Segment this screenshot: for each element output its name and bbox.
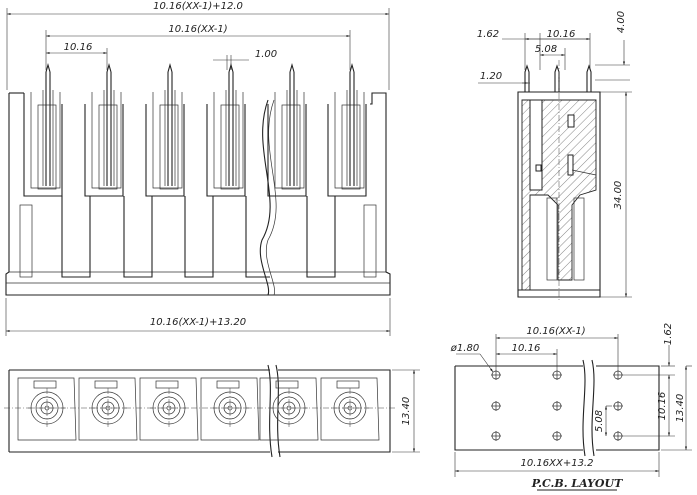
pcb-layout: ø1.80 10.16(XX-1) 10.16 1.62 10.16 [450, 323, 692, 491]
pcb-holes [491, 370, 623, 441]
pcb-hole [491, 370, 501, 380]
dim-pitch-label: 10.16 [64, 42, 93, 53]
dim-pcb-pitch-label: 10.16 [512, 343, 541, 354]
dimension-pin-width: 1.00 [213, 49, 277, 70]
dimension-pcb-depth: 13.40 [661, 365, 692, 451]
terminal-cells [17, 377, 380, 441]
terminal-cell [139, 377, 199, 441]
dim-side-height-label: 34.00 [613, 181, 624, 210]
terminal-cell [320, 377, 380, 441]
dimension-pcb-hole-span: 10.16(XX-1) [495, 326, 619, 370]
dimension-side-pin-dia: 1.20 [478, 71, 530, 85]
pcb-hole [613, 401, 623, 411]
pin-cavity [327, 62, 367, 197]
pcb-hole [613, 431, 623, 441]
dimension-overall-bottom: 10.16(XX-1)+13.20 [5, 298, 391, 336]
pin-cavity [267, 62, 307, 197]
dim-pin-span-label: 10.16(XX-1) [168, 24, 227, 35]
dim-pcb-hole-span-label: 10.16(XX-1) [526, 326, 585, 337]
dim-pcb-row-pitch-label: 10.16 [657, 392, 668, 421]
dimension-pitch: 10.16 [46, 42, 108, 70]
terminal-cell [200, 377, 260, 441]
dimension-side-top: 1.62 10.16 5.08 [477, 29, 591, 70]
dimension-pin-span: 10.16(XX-1) [45, 24, 351, 70]
break-line [259, 99, 271, 296]
terminal-cell [17, 377, 77, 441]
side-pins [524, 64, 592, 92]
dimension-side-height: 34.00 [600, 91, 632, 298]
pcb-hole [491, 401, 501, 411]
pin-cavity [145, 62, 185, 197]
dimension-side-pin-top: 4.00 [595, 11, 630, 81]
bottom-view-outline [9, 369, 391, 453]
terminal-cell [78, 377, 138, 441]
pcb-hole [552, 370, 562, 380]
pin-cavity [206, 62, 246, 197]
pin-cavity [84, 62, 124, 197]
dim-bottom-depth-label: 13.40 [401, 397, 412, 426]
dimension-bottom-depth: 13.40 [392, 369, 420, 453]
terminal-cell [259, 377, 319, 441]
dim-pcb-depth-label: 13.40 [675, 394, 686, 423]
dim-pcb-edge-label: 1.62 [663, 323, 674, 345]
dimension-pcb-edge: 1.62 [622, 323, 675, 376]
housing-slots [19, 196, 377, 278]
dim-side-top-label: 4.00 [616, 11, 627, 33]
dimension-pcb-row-pitch: 10.16 [622, 375, 675, 437]
dim-pcb-overall-label: 10.16XX+13.2 [521, 458, 594, 469]
dimension-pcb-row-spacing: 5.08 [594, 405, 612, 436]
front-view: 10.16(XX-1)+12.0 10.16(XX-1) 10.16 1.00 [5, 1, 391, 336]
dim-pcb-row-spacing-label: 5.08 [594, 410, 605, 432]
dimension-pcb-hole-dia: ø1.80 [450, 343, 494, 373]
dimension-pcb-overall: 10.16XX+13.2 [454, 452, 660, 477]
side-view: 1.62 10.16 5.08 4.00 1.20 34.00 [477, 11, 632, 300]
bottom-view: 13.40 [4, 364, 420, 458]
pin-cavity [23, 62, 63, 197]
side-body-outline [517, 91, 601, 298]
pcb-board-outline [454, 365, 660, 451]
pcb-hole [552, 401, 562, 411]
dim-overall-top-label: 10.16(XX-1)+12.0 [153, 1, 243, 12]
dim-pin-width-label: 1.00 [255, 49, 277, 60]
pcb-hole [552, 431, 562, 441]
pcb-hole [613, 370, 623, 380]
pin-cavities [23, 62, 367, 197]
pcb-layout-title: P.C.B. LAYOUT [531, 477, 623, 490]
dim-pcb-hole-dia-label: ø1.80 [450, 343, 479, 354]
dimension-overall-top: 10.16(XX-1)+12.0 [6, 1, 390, 90]
pcb-hole [491, 431, 501, 441]
dim-side-pin-dia-label: 1.20 [480, 71, 502, 82]
dim-side-spacing-label: 5.08 [535, 44, 557, 55]
housing-outline [5, 92, 391, 296]
dimension-pcb-pitch: 10.16 [496, 343, 558, 370]
dim-overall-bottom-label: 10.16(XX-1)+13.20 [150, 317, 246, 328]
dim-side-offset-label: 1.62 [477, 29, 499, 40]
dim-side-pitch-label: 10.16 [547, 29, 576, 40]
